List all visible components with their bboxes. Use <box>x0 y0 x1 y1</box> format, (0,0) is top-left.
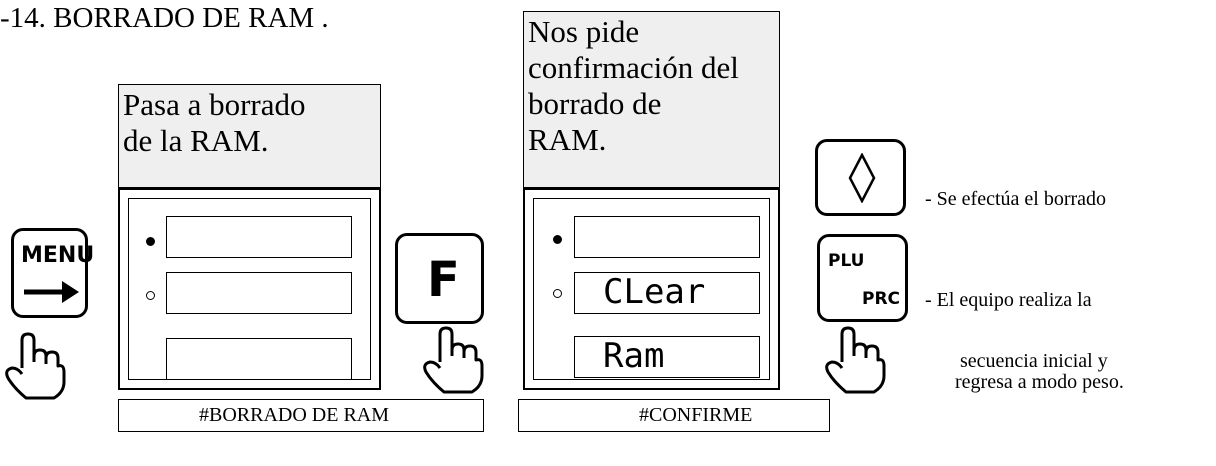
menu-key[interactable]: MENU <box>11 228 94 318</box>
diamond-icon <box>848 153 876 203</box>
display-label-step1: #BORRADO DE RAM <box>118 399 484 432</box>
display-field-1 <box>166 216 352 258</box>
pointing-hand-icon <box>825 326 886 394</box>
callout-step2-line2: confirmación del <box>528 50 739 85</box>
section-heading: -14. BORRADO DE RAM . <box>0 2 329 34</box>
plu-label: PLU <box>828 251 865 271</box>
callout-step1-line1: Pasa a borrado <box>123 87 306 122</box>
callout-step1-line2: de la RAM. <box>123 123 269 158</box>
callout-step2-line3: borrado de <box>528 86 662 121</box>
indicator-dot-filled <box>146 237 155 246</box>
pointing-hand-icon <box>5 332 66 400</box>
f-key[interactable]: F <box>395 233 484 324</box>
display-panel-step1 <box>118 188 381 390</box>
arrow-right-icon <box>24 281 79 303</box>
f-key-label: F <box>427 252 460 308</box>
diamond-key[interactable] <box>815 139 906 216</box>
note-secuencia: secuencia inicial y <box>960 350 1108 372</box>
callout-step1: Pasa a borrado de la RAM. <box>118 84 381 188</box>
menu-key-label: MENU <box>21 243 95 268</box>
display-field-1 <box>574 216 760 258</box>
pointing-hand-icon <box>423 326 484 394</box>
display-field-2 <box>166 272 352 314</box>
display-field-3: Ram <box>574 336 760 378</box>
note-borrado: - Se efectúa el borrado <box>925 188 1107 210</box>
note-regresa: regresa a modo peso. <box>955 371 1124 393</box>
plu-prc-key[interactable]: PLU PRC <box>817 234 908 322</box>
display-field-2: CLear <box>574 272 760 314</box>
display-panel-step2: CLear Ram <box>523 188 780 390</box>
indicator-dot-filled <box>553 235 562 244</box>
callout-step2: Nos pide confirmación del borrado de RAM… <box>523 11 780 188</box>
callout-step2-line4: RAM. <box>528 122 607 157</box>
note-equipo: - El equipo realiza la <box>925 289 1092 311</box>
indicator-dot-empty <box>553 289 562 298</box>
prc-label: PRC <box>862 289 901 309</box>
indicator-dot-empty <box>146 291 155 300</box>
callout-step2-line1: Nos pide <box>528 14 640 49</box>
display-label-step2: #CONFIRME <box>518 399 830 432</box>
display-field-3 <box>166 338 352 380</box>
